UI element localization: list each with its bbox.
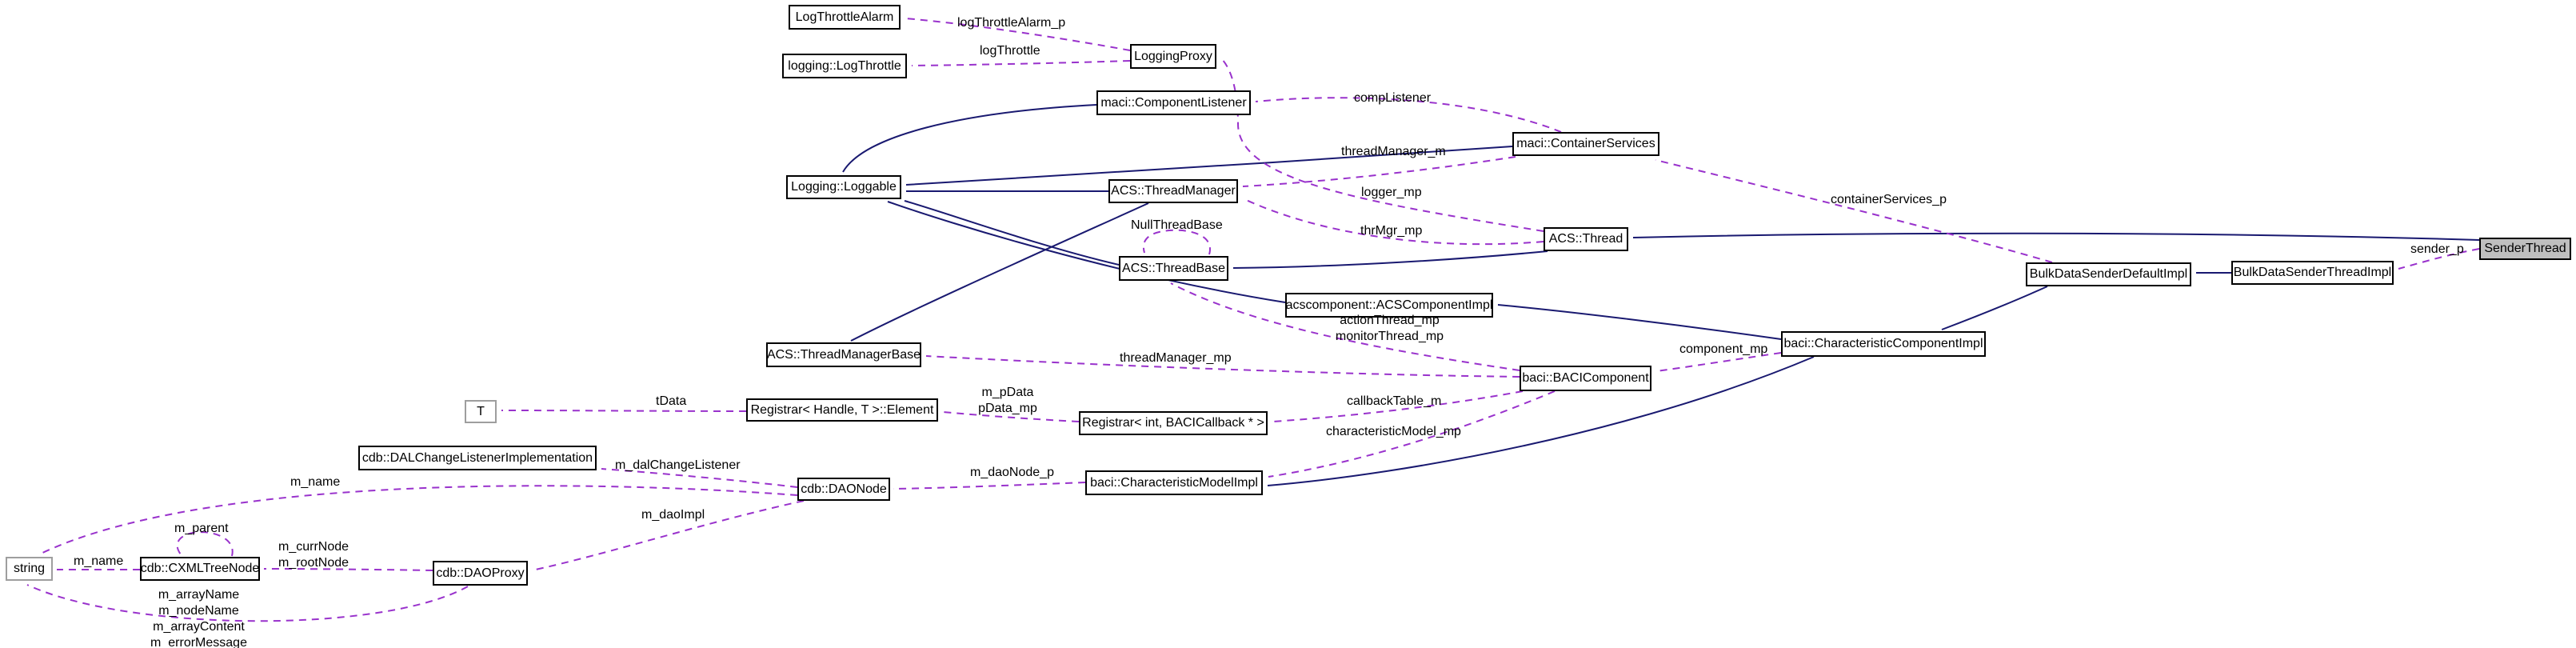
edge-label-m-daonode-p: m_daoNode_p <box>970 466 1054 479</box>
class-node-maci-container-services[interactable]: maci::ContainerServices <box>1512 132 1659 156</box>
class-node-maci-component-listener[interactable]: maci::ComponentListener <box>1096 90 1251 115</box>
class-node-bulk-data-sender-default-impl[interactable]: BulkDataSenderDefaultImpl <box>2026 262 2191 286</box>
edge-label-characteristicmodel-mp: characteristicModel_mp <box>1326 425 1461 438</box>
class-node-baci-baci-component[interactable]: baci::BACIComponent <box>1520 366 1651 391</box>
class-node-string: string <box>6 557 53 581</box>
class-node-logging-loggable[interactable]: Logging::Loggable <box>786 175 901 199</box>
edge-bacicomponent-characteristicmodelimpl <box>1268 390 1556 478</box>
edge-containerservices-componentlistener <box>1255 97 1562 133</box>
edge-thread-threadbase <box>1232 250 1548 269</box>
edge-defaultimpl-characteristiccomponentimpl <box>1941 286 2048 330</box>
class-node-template-param-t: T <box>465 400 497 423</box>
edge-thread-threadmanager <box>1242 198 1544 246</box>
edge-daonode-daoproxy <box>531 500 805 571</box>
edge-label-logthrottlealarm-p: logThrottleAlarm_p <box>957 16 1066 30</box>
edge-label-containerservices-p: containerServices_p <box>1831 193 1947 206</box>
edge-label-nullthreadbase: NullThreadBase <box>1131 218 1223 232</box>
edge-containerservices-loggable <box>905 146 1513 186</box>
edge-element-t <box>501 410 747 412</box>
edge-characteristiccomponentimpl-acscomponentimpl <box>1497 304 1782 340</box>
edge-label-component-mp: component_mp <box>1679 342 1768 356</box>
class-node-sender-thread: SenderThread <box>2479 238 2571 260</box>
edge-label-sender-p: sender_p <box>2410 242 2464 256</box>
edge-senderthread-bulkdatasenderthreadimpl <box>2398 248 2480 270</box>
edge-characteristicmodelimpl-daonode <box>893 482 1086 490</box>
edge-label-logthrottle: logThrottle <box>980 44 1040 58</box>
class-node-logging-proxy[interactable]: LoggingProxy <box>1130 44 1216 69</box>
edge-defaultimpl-containerservices <box>1655 159 2053 263</box>
edge-label-daoproxy-string-members: m_arrayName m_nodeName m_arrayContent m_… <box>150 588 247 648</box>
edge-threadbase-self-nullthreadbase <box>1142 229 1211 255</box>
class-node-baci-characteristic-component-impl[interactable]: baci::CharacteristicComponentImpl <box>1781 331 1986 357</box>
class-node-baci-characteristic-model-impl[interactable]: baci::CharacteristicModelImpl <box>1085 470 1263 495</box>
edge-characteristiccomponentimpl-bacicomponent <box>1655 352 1782 372</box>
edge-label-tdata: tData <box>656 394 687 408</box>
class-node-acs-thread[interactable]: ACS::Thread <box>1544 227 1628 251</box>
edge-daoproxy-string-members <box>26 584 469 622</box>
edge-label-m-currnode-m-rootnode: m_currNode m_rootNode <box>278 540 349 570</box>
usage-edges <box>26 18 2480 622</box>
class-node-bulk-data-sender-thread-impl[interactable]: BulkDataSenderThreadImpl <box>2231 261 2394 285</box>
edge-bacicomponent-threadbase <box>1170 282 1520 371</box>
inheritance-edges <box>842 104 2480 486</box>
class-node-logging-log-throttle[interactable]: logging::LogThrottle <box>782 54 907 78</box>
edge-thread-loggingproxy <box>1220 58 1544 232</box>
class-node-registrar-int-bacicallback[interactable]: Registrar< int, BACICallback * > <box>1079 411 1268 435</box>
edge-label-threadmanager-mp: threadManager_mp <box>1120 351 1232 365</box>
class-node-acscomponent-acs-component-impl[interactable]: acscomponent::ACSComponentImpl <box>1285 293 1493 318</box>
edge-label-m-dalchangelistener: m_dalChangeListener <box>615 458 741 472</box>
edge-label-threadmanager-m: threadManager_m <box>1341 145 1446 158</box>
edge-acscomponentimpl-loggable <box>887 201 1286 303</box>
edge-bacicomponent-registrarint <box>1272 390 1524 422</box>
edge-loggingproxy-logthrottlealarm <box>905 18 1131 51</box>
edge-characteristiccomponentimpl-characteristicmodelimpl <box>1267 356 1815 486</box>
class-node-log-throttle-alarm[interactable]: LogThrottleAlarm <box>789 5 901 30</box>
edge-daonode-dalchangelistener <box>601 468 798 488</box>
edge-bacicomponent-threadmanagerbase <box>925 355 1520 378</box>
edge-loggingproxy-logthrottle <box>911 60 1131 66</box>
edge-containerservices-threadmanager <box>1242 156 1516 187</box>
edge-threadmanager-threadmanagerbase <box>850 202 1149 342</box>
class-node-registrar-handle-t-element[interactable]: Registrar< Handle, T >::Element <box>746 398 938 422</box>
edge-label-actionthread-monitorthread: actionThread_mp monitorThread_mp <box>1335 314 1444 343</box>
edge-registrarint-element <box>942 411 1080 422</box>
class-node-acs-thread-base[interactable]: ACS::ThreadBase <box>1119 256 1228 281</box>
edge-daoproxy-cxmltreenode <box>263 568 433 571</box>
edge-label-m-name-daonode: m_name <box>290 475 341 489</box>
edge-label-logger-mp: logger_mp <box>1361 186 1422 199</box>
edge-label-complistener: compListener <box>1354 91 1432 105</box>
class-node-acs-thread-manager-base[interactable]: ACS::ThreadManagerBase <box>766 342 921 367</box>
class-node-cdb-dao-node[interactable]: cdb::DAONode <box>797 478 890 501</box>
edge-threadbase-loggable <box>904 200 1120 266</box>
class-node-cdb-dao-proxy[interactable]: cdb::DAOProxy <box>433 561 528 586</box>
edge-label-m-parent: m_parent <box>174 522 229 535</box>
edge-daonode-string-mname <box>38 485 798 555</box>
edge-label-mpdata-pdata-mp: m_pData pData_mp <box>978 386 1037 415</box>
class-node-cdb-cxml-tree-node[interactable]: cdb::CXMLTreeNode <box>140 557 260 581</box>
class-node-acs-thread-manager[interactable]: ACS::ThreadManager <box>1108 179 1238 203</box>
edge-label-callbacktable-m: callbackTable_m <box>1347 394 1442 408</box>
edge-label-thrmgr-mp: thrMgr_mp <box>1360 224 1423 238</box>
edge-senderthread-thread <box>1632 232 2480 241</box>
edge-label-m-name-cxmltreenode: m_name <box>74 554 124 568</box>
edge-label-m-daoimpl: m_daoImpl <box>641 508 705 522</box>
edge-cxmltreenode-self-mparent <box>176 531 234 557</box>
edge-componentlistener-loggable <box>842 104 1097 173</box>
class-node-cdb-dal-change-listener-implementation[interactable]: cdb::DALChangeListenerImplementation <box>358 446 597 470</box>
